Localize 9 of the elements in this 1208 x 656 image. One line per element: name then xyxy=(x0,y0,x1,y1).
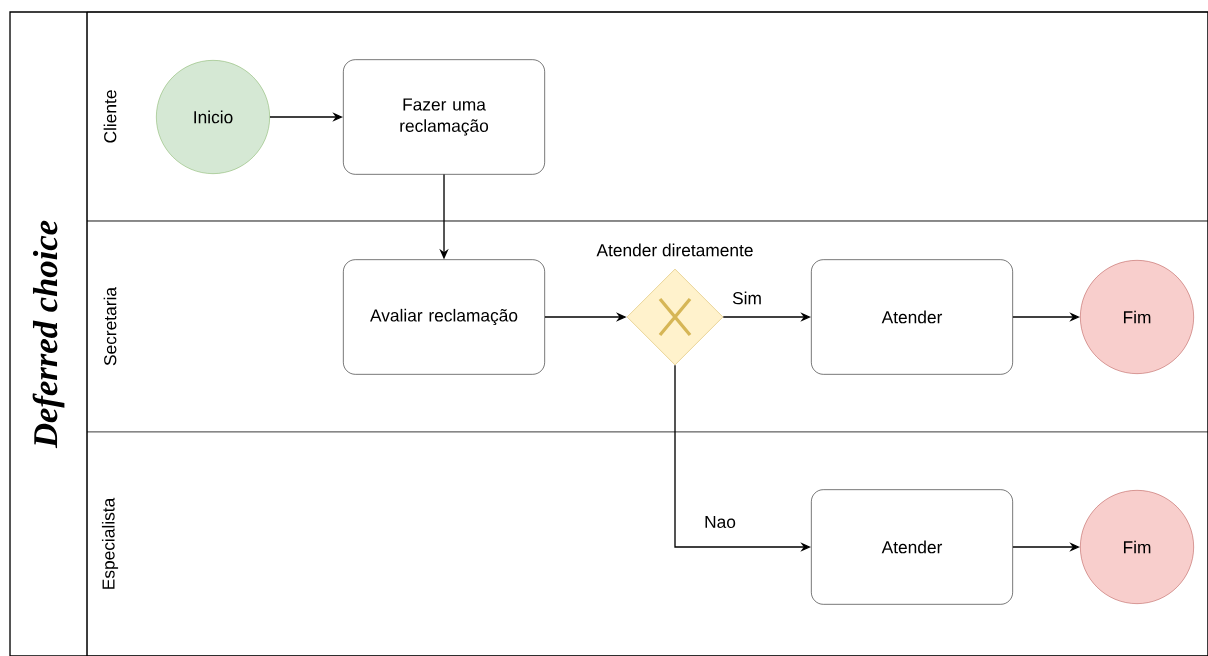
task-box: Atender xyxy=(811,489,1013,605)
task-box: Fazer uma reclamação xyxy=(343,59,545,175)
task-box: Avaliar reclamação xyxy=(343,259,545,375)
gateway-label: Atender diretamente xyxy=(596,243,753,257)
edge-label: Sim xyxy=(730,290,764,306)
start-event: Inicio xyxy=(156,60,270,174)
end-event: Fim xyxy=(1080,260,1194,374)
end-event: Fim xyxy=(1080,490,1194,604)
task-box: Atender xyxy=(811,259,1013,375)
